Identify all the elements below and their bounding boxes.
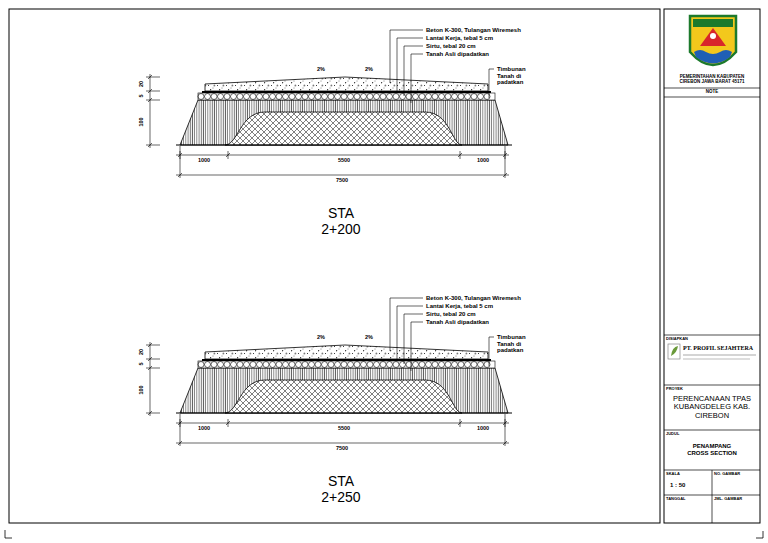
dimension: 1000: [477, 425, 489, 431]
title-cell: JUDUL PENAMPANG CROSS SECTION: [664, 430, 760, 470]
scale-cell: SKALA 1 : 50: [664, 470, 712, 495]
original-soil: [225, 112, 462, 145]
cell-text: TANGGAL: [666, 497, 710, 501]
callout-text: Sirtu, tebal 20 cm: [426, 43, 476, 50]
dimension: 20: [138, 349, 144, 355]
callout-text: Beton K-300, Tulangan Wiremesh: [426, 27, 521, 34]
road-cross-section: [146, 298, 512, 446]
dimension: 5: [138, 362, 144, 365]
dimension: 1000: [477, 157, 489, 163]
cell-header: JUDUL: [666, 432, 726, 436]
station-label: 2+200: [321, 222, 360, 237]
consultant-cell: DISIAPKAN PT. PROFIL SEJAHTERA: [664, 335, 760, 385]
station-label: 2+250: [321, 490, 360, 505]
dimension: 100: [138, 385, 144, 394]
concrete-slab: [205, 77, 488, 91]
callout-text: Lantai Kerja, tebal 5 cm: [426, 35, 493, 42]
drawing-number-cell: NO. GAMBAR: [712, 470, 760, 495]
station-label: STA: [328, 206, 354, 221]
callout-text: Beton K-300, Tulangan Wiremesh: [426, 295, 521, 302]
dimension: 1000: [198, 425, 210, 431]
leader-lines: [146, 298, 509, 446]
callout-text: Sirtu, tebal 20 cm: [426, 311, 476, 318]
callout-text: Timbunan Tanah di padatkan: [497, 334, 543, 354]
cell-header: DISIAPKAN: [666, 337, 726, 341]
embankment-fill: [180, 368, 508, 413]
leader-lines: [146, 30, 509, 178]
emblem-cell: PEMERINTAHAN KABUPATEN CIREBON JAWA BARA…: [664, 9, 760, 88]
dimension: 7500: [336, 445, 348, 451]
concrete-slab: [205, 345, 488, 359]
cell-text: PERENCANAAN TPAS KUBANGDELEG KAB. CIREBO…: [670, 395, 754, 420]
slope-label: 2%: [317, 66, 325, 72]
callout-text: Tanah Asli dipadatkan: [426, 319, 489, 326]
slope-label: 2%: [365, 66, 373, 72]
dimension: 5500: [338, 425, 350, 431]
dimension: 100: [138, 117, 144, 126]
embankment-fill: [180, 100, 508, 145]
cell-text: PEMERINTAHAN KABUPATEN CIREBON JAWA BARA…: [672, 75, 752, 85]
callout-text: Timbunan Tanah di padatkan: [497, 66, 543, 86]
station-label: STA: [328, 474, 354, 489]
cell-text: NOTE: [664, 90, 760, 95]
regency-emblem: [690, 16, 736, 65]
cell-header: PROYEK: [666, 387, 726, 391]
dimension: 20: [138, 81, 144, 87]
date-cell: TANGGAL: [664, 495, 712, 523]
dimension: 5500: [338, 157, 350, 163]
cell-text: 1 : 50: [670, 482, 708, 489]
road-cross-section: [146, 30, 512, 178]
dimension: 5: [138, 94, 144, 97]
cell-text: PT. PROFIL SEJAHTERA: [683, 345, 759, 352]
callout-text: Lantai Kerja, tebal 5 cm: [426, 303, 493, 310]
sheet-count-cell: JML. GAMBAR: [712, 495, 760, 523]
project-cell: PROYEK PERENCANAAN TPAS KUBANGDELEG KAB. …: [664, 385, 760, 430]
cell-text: JML. GAMBAR: [714, 497, 758, 501]
note-cell: NOTE: [664, 88, 760, 335]
callout-text: Tanah Asli dipadatkan: [426, 51, 489, 58]
dimension: 7500: [336, 177, 348, 183]
cell-text: PENAMPANG CROSS SECTION: [682, 443, 742, 456]
sheet-frame: [5, 9, 763, 538]
cell-text: NO. GAMBAR: [714, 472, 758, 476]
dimension: 1000: [198, 157, 210, 163]
cell-header: SKALA: [666, 472, 710, 476]
slope-label: 2%: [317, 334, 325, 340]
slope-label: 2%: [365, 334, 373, 340]
original-soil: [225, 380, 462, 413]
